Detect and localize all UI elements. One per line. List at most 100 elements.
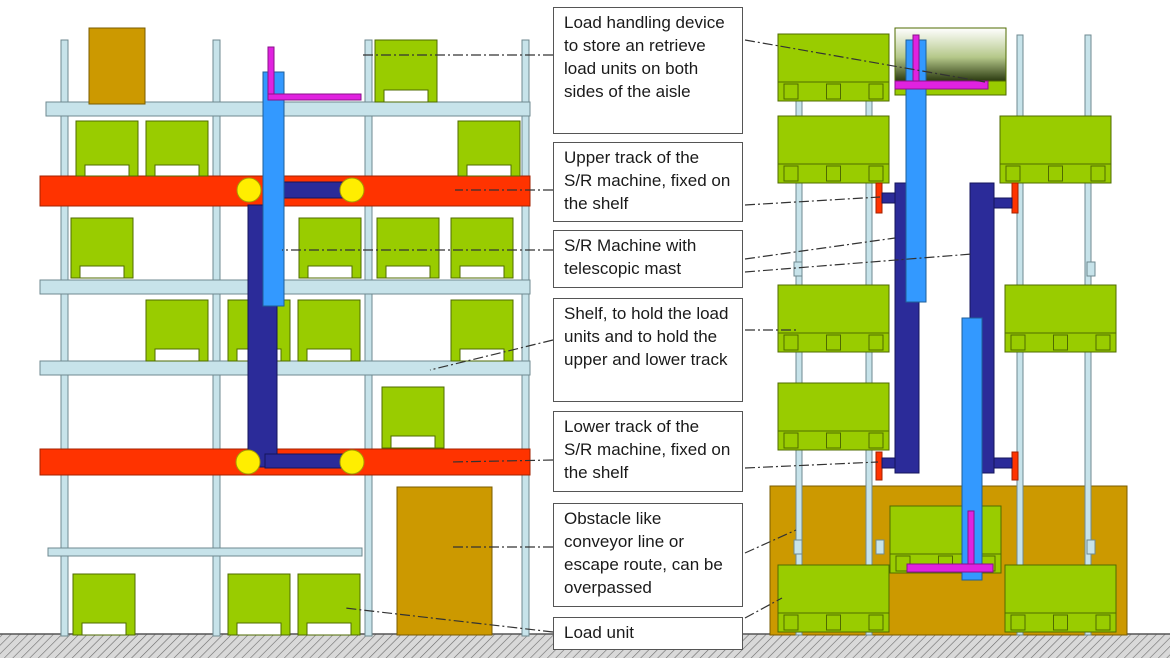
rack-post (212, 39, 221, 637)
load-unit (777, 115, 890, 184)
guide-wheel-icon (339, 449, 365, 475)
load-unit (297, 299, 361, 362)
load-units (777, 33, 1117, 633)
leader-line (744, 529, 797, 554)
load-unit (297, 573, 361, 636)
guide-wheel-icon (235, 449, 261, 475)
pallet-gap (390, 435, 436, 449)
fork-vertical (912, 34, 920, 82)
pallet-gap (459, 265, 505, 279)
load-unit (450, 299, 514, 362)
leader-line (744, 253, 973, 273)
shelf-beam (45, 101, 531, 117)
pallet-gap (306, 622, 352, 636)
mast-inner (961, 317, 983, 581)
mast-inner (262, 71, 285, 307)
fork-arm (267, 93, 362, 101)
pallet-gap (459, 348, 505, 362)
load-unit-box (889, 505, 1002, 555)
guide-wheel-icon (339, 177, 365, 203)
shelf-clip (793, 539, 803, 555)
pallet-gap (154, 164, 200, 177)
pallet-block (783, 432, 799, 449)
sr-machine-side-upper (881, 34, 989, 474)
pallet-block (1090, 165, 1106, 182)
pallet-block (826, 334, 841, 351)
pallet-block (783, 165, 799, 182)
fork-vertical (967, 510, 975, 570)
shelf-clips (793, 261, 1096, 555)
pallet-block (1005, 165, 1021, 182)
load-unit-box (777, 33, 890, 83)
load-unit-box (777, 564, 890, 614)
callout-obstacle: Obstacle like conveyor line or escape ro… (553, 503, 743, 607)
callout-load-handling: Load handling device to store an retriev… (553, 7, 743, 134)
pallet-block (826, 165, 841, 182)
trolley-arm (991, 457, 1013, 469)
guide-wheel-icon (236, 177, 262, 203)
upper-track-bracket (1011, 182, 1019, 214)
load-unit (1004, 564, 1117, 633)
pallet-block (783, 334, 799, 351)
leader-line (744, 39, 986, 83)
pallet-block (1053, 614, 1068, 631)
leader-line (449, 459, 554, 463)
pallet-gap (383, 89, 429, 103)
pallet-block (783, 614, 799, 631)
load-unit-box (777, 382, 890, 432)
load-unit (374, 39, 438, 103)
callout-upper-track: Upper track of the S/R machine, fixed on… (553, 142, 743, 222)
obstacle-box (88, 27, 146, 105)
front-view (39, 27, 531, 637)
pallet-gap (81, 622, 127, 636)
pallet-block (1053, 334, 1068, 351)
callout-text: Obstacle like conveyor line or escape ro… (564, 509, 723, 597)
trolley-arm (881, 192, 897, 204)
leader-line (744, 461, 879, 469)
shelf-clip (1086, 261, 1096, 277)
shelf-beam (39, 279, 531, 295)
pallet-gap (79, 265, 125, 279)
obstacle-box (396, 486, 493, 636)
side-view (769, 27, 1128, 636)
load-unit (70, 217, 134, 279)
pallet-block (868, 165, 884, 182)
callout-text: Load unit (564, 623, 634, 642)
shelf-clip (875, 539, 885, 555)
leader-line (429, 339, 554, 371)
load-unit (777, 564, 890, 633)
pallet-block (826, 432, 841, 449)
rack-post (364, 39, 373, 637)
load-unit (889, 505, 1002, 574)
callout-text: Shelf, to hold the load units and to hol… (564, 304, 729, 369)
upper-track-bracket (875, 182, 883, 214)
shelf-clip (793, 261, 803, 277)
load-unit-box (1004, 284, 1117, 334)
lower-track-bracket (875, 451, 883, 481)
load-unit (145, 299, 209, 362)
trolley-arm (881, 457, 897, 469)
load-unit (376, 217, 440, 279)
load-unit-box (777, 284, 890, 334)
pallet-block (826, 83, 841, 100)
load-unit (75, 120, 139, 177)
pallet-gap (306, 348, 352, 362)
load-unit (777, 284, 890, 353)
pallet-block (1095, 334, 1111, 351)
callout-text: S/R Machine with telescopic mast (564, 236, 697, 278)
pallet-block (783, 83, 799, 100)
pallet-gap (84, 164, 130, 177)
pallet-block (868, 334, 884, 351)
load-unit (777, 33, 890, 102)
leader-line (744, 597, 783, 619)
pallet-gap (466, 164, 512, 177)
fork-vertical (267, 46, 275, 98)
fork-arm (906, 563, 994, 573)
rack-posts (60, 39, 530, 637)
rack-post (60, 39, 69, 637)
shelf-clip (1086, 539, 1096, 555)
load-unit (777, 382, 890, 451)
callout-lower-track: Lower track of the S/R machine, fixed on… (553, 411, 743, 492)
leader-lines (282, 39, 986, 633)
